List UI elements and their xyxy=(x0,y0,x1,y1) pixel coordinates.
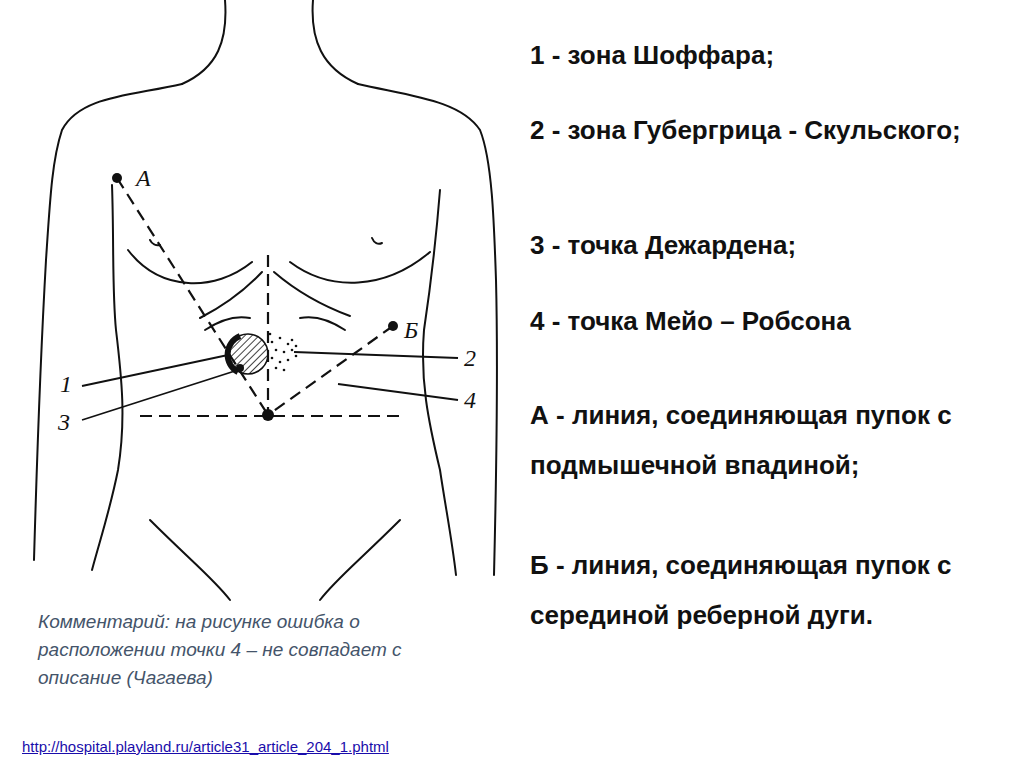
key-item: 3 - точка Дежардена; xyxy=(530,220,1000,270)
callout-number: 1 xyxy=(60,372,72,396)
nipple xyxy=(372,238,382,244)
chest-line xyxy=(290,252,430,283)
key-item: Б - линия, соединяющая пупок с серединой… xyxy=(530,540,970,640)
key-item: А - линия, соединяющая пупок с подмышечн… xyxy=(530,390,970,490)
leader-1 xyxy=(82,355,228,386)
rib-arch xyxy=(200,272,262,318)
callout-number: 4 xyxy=(464,388,476,412)
note: Комментарий: на рисунке ошибка о располо… xyxy=(38,608,468,692)
point-b xyxy=(388,321,398,331)
navel-point xyxy=(262,409,274,421)
key-item: 4 - точка Мейо – Робсона xyxy=(530,296,1010,346)
left-arm xyxy=(34,84,182,560)
midline xyxy=(267,255,269,410)
right-arm xyxy=(358,84,497,575)
point-a xyxy=(112,173,122,183)
neck-line xyxy=(313,0,358,84)
line-letter: Б xyxy=(404,318,418,342)
leader-4 xyxy=(338,384,458,400)
line-b xyxy=(268,326,393,415)
zone-2-dots xyxy=(269,333,298,372)
leader-2 xyxy=(294,352,458,358)
callout-number: 2 xyxy=(464,346,476,370)
key-item: 1 - зона Шоффара; xyxy=(530,30,1000,80)
source-url: http://hospital.playland.ru/article31_ar… xyxy=(22,738,389,755)
leader-3 xyxy=(82,370,238,420)
chest-line xyxy=(128,250,252,283)
line-a xyxy=(117,178,268,415)
neck-line xyxy=(182,0,226,84)
right-torso xyxy=(423,190,456,575)
zone-1 xyxy=(228,334,268,374)
callout-number: 3 xyxy=(58,410,70,434)
line-letter: А xyxy=(136,166,151,190)
groin-line xyxy=(150,520,230,600)
abdomen-line xyxy=(300,317,345,330)
key-item: 2 - зона Губергрица - Скульского; xyxy=(530,105,970,155)
rib-arch xyxy=(274,272,350,316)
groin-line xyxy=(320,520,400,600)
